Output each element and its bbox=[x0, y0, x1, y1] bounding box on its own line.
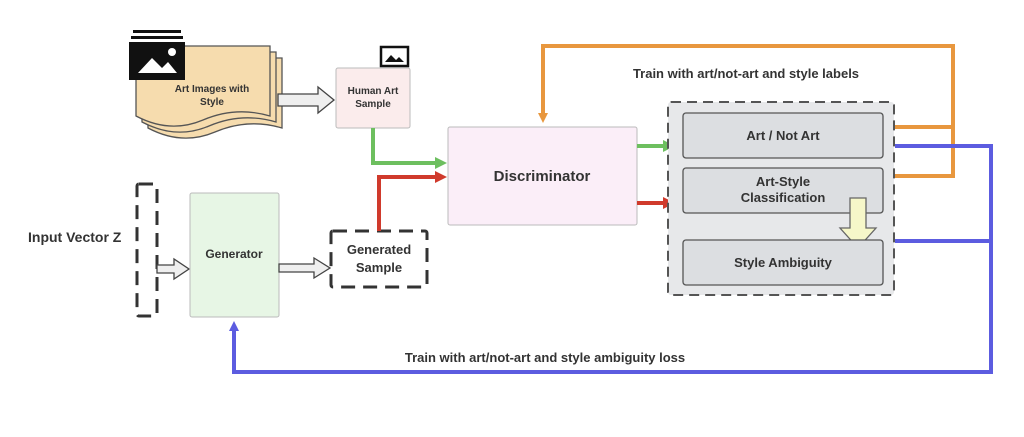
generated-to-discriminator-line bbox=[377, 171, 447, 231]
style-to-ambiguity-arrow bbox=[838, 197, 878, 249]
generated-sample-box: Generated Sample bbox=[329, 229, 429, 289]
art-style-box: Art-Style Classification bbox=[682, 167, 884, 214]
image-stack-icon bbox=[129, 30, 185, 80]
human-art-label: Human Art bbox=[348, 86, 399, 97]
art-style-label: Art-Style bbox=[756, 174, 810, 189]
docs-to-human-arrow bbox=[277, 85, 336, 115]
human-art-label-2: Sample bbox=[355, 99, 391, 110]
art-not-art-box: Art / Not Art bbox=[682, 112, 884, 159]
art-not-art-label: Art / Not Art bbox=[746, 128, 820, 143]
generator-box: Generator bbox=[189, 192, 280, 318]
top-feedback-label: Train with art/not-art and style labels bbox=[633, 66, 859, 81]
generated-sample-label-2: Sample bbox=[356, 260, 402, 275]
art-images-label-2: Style bbox=[200, 97, 224, 108]
orange-feedback-line bbox=[538, 44, 955, 129]
generator-to-sample-arrow bbox=[278, 256, 332, 280]
image-icon bbox=[379, 45, 410, 68]
purple-feedback-line bbox=[229, 144, 993, 374]
style-ambiguity-label: Style Ambiguity bbox=[734, 255, 833, 270]
generator-label: Generator bbox=[205, 247, 263, 261]
human-to-discriminator-line bbox=[371, 128, 447, 169]
input-vector-label: Input Vector Z bbox=[28, 229, 122, 245]
discriminator-label: Discriminator bbox=[494, 168, 591, 185]
input-vector-box bbox=[135, 182, 159, 318]
orange-feedback-line-2 bbox=[895, 127, 955, 178]
input-to-generator-arrow bbox=[156, 257, 191, 281]
discriminator-box: Discriminator bbox=[447, 126, 638, 226]
bottom-feedback-label: Train with art/not-art and style ambigui… bbox=[405, 350, 685, 365]
art-style-label-2: Classification bbox=[741, 190, 826, 205]
style-ambiguity-box: Style Ambiguity bbox=[682, 239, 884, 286]
human-art-sample-box: Human Art Sample bbox=[335, 67, 411, 129]
generated-sample-label: Generated bbox=[347, 242, 411, 257]
art-images-label: Art Images with bbox=[175, 84, 249, 95]
